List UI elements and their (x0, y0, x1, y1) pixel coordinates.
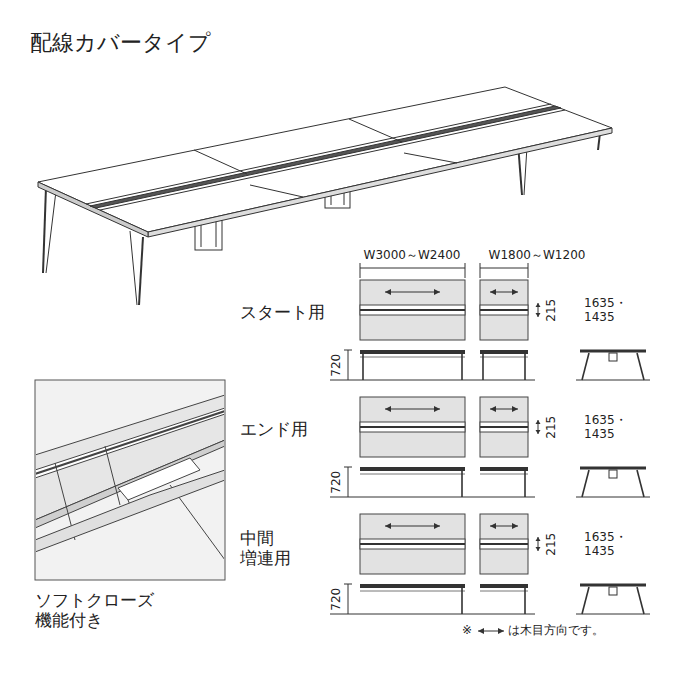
depth-dimension-text: 1635・ 1435 (584, 413, 627, 442)
title: 配線カバータイプ (30, 30, 211, 56)
end-row-drawing (330, 397, 650, 497)
depth-dimension-text: 1635・ 1435 (584, 530, 627, 559)
width-dimension-text: W1800～W1200 (489, 248, 586, 262)
middle-legs (462, 588, 525, 614)
height-dimension-text: 720 (329, 588, 343, 611)
row-label: スタート用 (240, 302, 325, 322)
width-dimension (360, 263, 528, 278)
depth-dimension-text: 215 (544, 299, 558, 322)
depth-dimension-text: 215 (544, 533, 558, 556)
height-dimension-text: 720 (329, 354, 343, 377)
height-dimension-text: 720 (329, 471, 343, 494)
depth-dimension-text: 215 (544, 416, 558, 439)
note-text: は木目方向です。 (508, 623, 604, 637)
row-label: エンド用 (240, 419, 308, 439)
detail-inset (35, 380, 225, 580)
start-legs (363, 354, 525, 380)
depth-dimension-text: 1635・ 1435 (584, 296, 627, 325)
table-perspective (38, 87, 612, 305)
grain-arrow (478, 628, 504, 634)
feature-note: ソフトクローズ 機能付き (35, 590, 164, 631)
note-mark: ※ (462, 623, 472, 637)
start-row-drawing (330, 280, 650, 380)
width-dimension-text: W3000～W2400 (364, 248, 461, 262)
middle-row-drawing (330, 514, 650, 614)
end-legs (462, 471, 525, 497)
row-label: 中間 増連用 (240, 528, 296, 569)
